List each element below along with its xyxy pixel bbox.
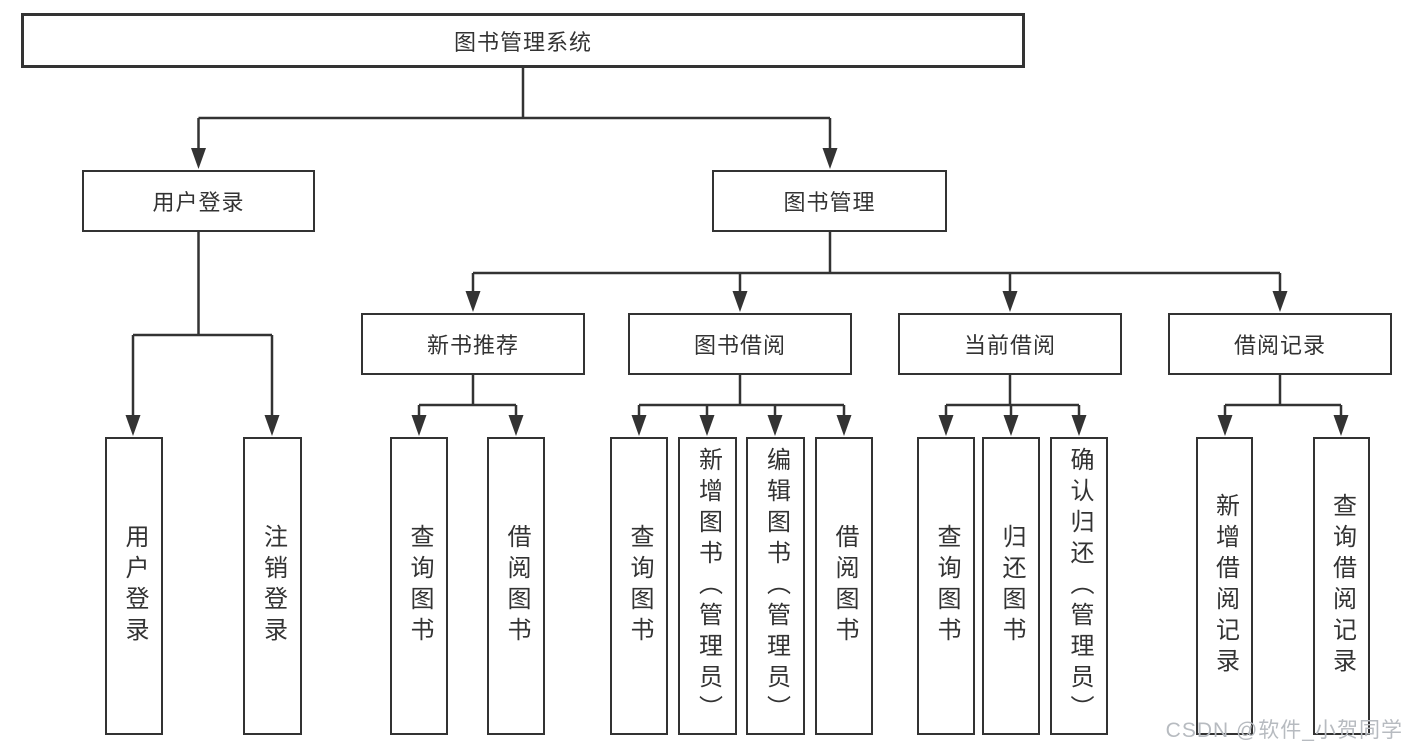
node-user-login: 用户登录 (82, 170, 315, 232)
node-label: 编辑图书（管理员） (762, 446, 790, 726)
node-label: 借阅图书 (503, 524, 530, 648)
node-borrow-books-leaf: 借阅图书 (815, 437, 873, 735)
node-add-books-admin: 新增图书（管理员） (678, 437, 737, 735)
node-borrow-books-recommend: 借阅图书 (487, 437, 545, 735)
node-book-management: 图书管理 (712, 170, 947, 232)
node-label: 用户登录 (152, 190, 245, 215)
node-user-login-leaf: 用户登录 (105, 437, 163, 735)
node-label: 新书推荐 (426, 333, 519, 358)
node-add-borrow-record: 新增借阅记录 (1196, 437, 1253, 735)
node-edit-books-admin: 编辑图书（管理员） (746, 437, 805, 735)
node-query-borrow-record: 查询借阅记录 (1313, 437, 1370, 735)
node-label: 新增图书（管理员） (694, 446, 722, 726)
node-query-books-current: 查询图书 (917, 437, 975, 735)
node-library-management-system: 图书管理系统 (21, 13, 1025, 68)
node-label: 当前借阅 (963, 333, 1056, 358)
node-label: 查询图书 (406, 524, 433, 648)
node-logout: 注销登录 (243, 437, 302, 735)
node-query-books-borrowing: 查询图书 (610, 437, 668, 735)
node-label: 确认归还（管理员） (1066, 446, 1093, 726)
node-label: 借阅记录 (1233, 333, 1326, 358)
node-label: 图书借阅 (693, 333, 786, 358)
node-query-books-recommend: 查询图书 (390, 437, 448, 735)
node-confirm-return-admin: 确认归还（管理员） (1050, 437, 1108, 735)
node-current-borrowing: 当前借阅 (898, 313, 1122, 375)
watermark: CSDN @软件_小贺同学 (1165, 719, 1403, 742)
node-label: 注销登录 (259, 524, 287, 648)
node-label: 查询图书 (933, 524, 960, 648)
node-label: 用户登录 (121, 524, 148, 648)
node-label: 图书管理 (783, 190, 876, 215)
node-label: 图书管理系统 (453, 29, 592, 55)
node-label: 归还图书 (998, 524, 1025, 648)
node-new-book-recommendation: 新书推荐 (361, 313, 585, 375)
node-borrowing-records: 借阅记录 (1168, 313, 1392, 375)
node-return-books: 归还图书 (982, 437, 1040, 735)
node-book-borrowing: 图书借阅 (628, 313, 852, 375)
node-label: 查询借阅记录 (1328, 493, 1356, 679)
node-label: 查询图书 (626, 524, 653, 648)
node-label: 新增借阅记录 (1211, 493, 1239, 679)
arrowheads (125, 148, 1349, 436)
node-label: 借阅图书 (831, 524, 858, 648)
